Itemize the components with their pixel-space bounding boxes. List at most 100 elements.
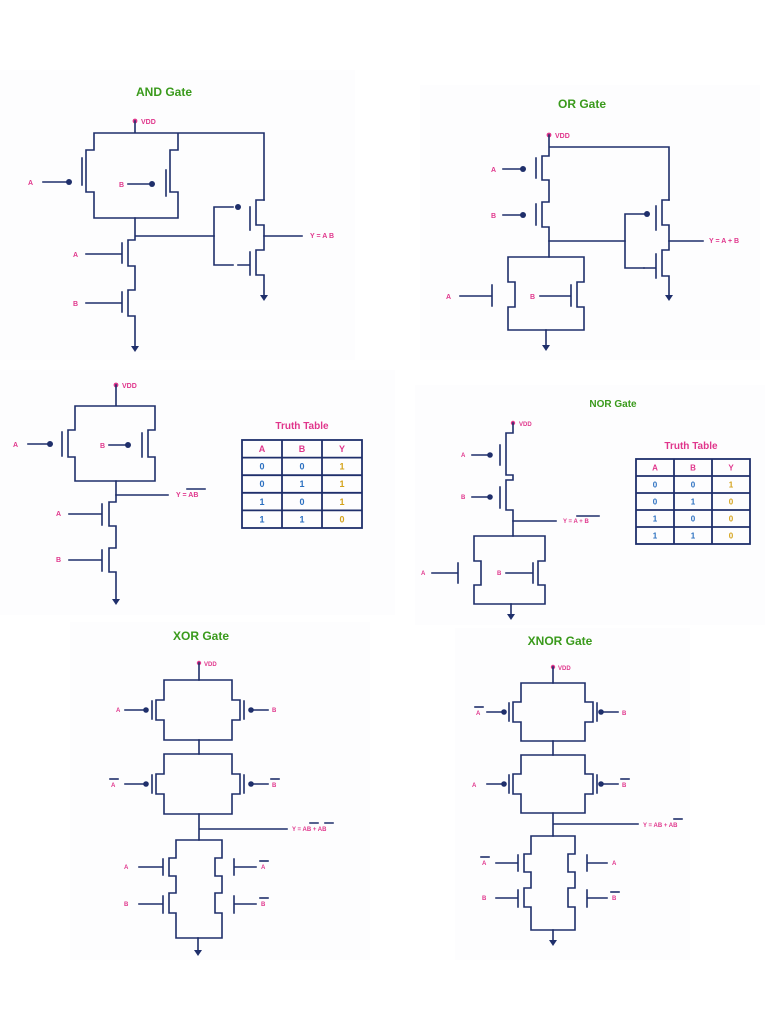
table-cell: 0 <box>691 480 696 489</box>
table-cell: 1 <box>729 480 734 489</box>
nand-label-a2: A <box>56 511 61 518</box>
table-header-cell: Y <box>728 463 734 472</box>
xnor-label-n2l: B <box>482 896 487 902</box>
table-border <box>241 439 363 529</box>
or-pmos-b-bubble <box>520 212 526 218</box>
table-cell: 1 <box>299 514 304 524</box>
nor-label-a2: A <box>421 571 426 577</box>
table-header-cell: A <box>652 463 658 472</box>
xor-label-p1a: A <box>116 708 121 714</box>
table-border <box>635 458 751 545</box>
table-header-cell: Y <box>339 444 345 454</box>
xnor-vdd-label: VDD <box>558 666 571 672</box>
table-cell: 1 <box>653 514 658 523</box>
xnor-label-n1l: A <box>482 861 487 867</box>
or-vdd-label: VDD <box>555 133 570 140</box>
table-cell: 0 <box>653 480 658 489</box>
or-ground-arrow <box>542 345 550 351</box>
table-cell: 0 <box>299 497 304 507</box>
or-panel <box>420 85 760 360</box>
and-pmos-a-bubble <box>66 179 72 185</box>
nand-label-b1: B <box>100 443 105 450</box>
table-cell: 1 <box>691 497 696 506</box>
xnor-label-p1b: B <box>622 711 627 717</box>
xor-label-n1l: A <box>124 865 129 871</box>
xor-gate: XOR Gate VDD A B A B Y = AB + AB A B A B <box>109 629 334 956</box>
xnor-gate: XNOR Gate VDD A B A B Y = AB + AB A B A … <box>472 634 683 946</box>
xor-p1-a-bubble <box>143 707 149 713</box>
and-gate: AND Gate VDD A B A B Y = A B <box>28 85 334 352</box>
or-label-b1: B <box>491 213 496 220</box>
and-output-label: Y = A B <box>310 233 334 240</box>
or-inv-pmos-bubble <box>644 211 650 217</box>
table-cell: 0 <box>299 462 304 472</box>
xnor-label-p2a: A <box>472 783 477 789</box>
table-cell: 1 <box>653 531 658 540</box>
or-gate: OR Gate VDD A B A B Y = A + B <box>446 97 739 351</box>
xor-label-n2l: B <box>124 902 129 908</box>
xnor-panel <box>455 628 690 960</box>
and-vdd-label: VDD <box>141 119 156 126</box>
xor-label-n1r: A <box>261 865 266 871</box>
table-cell: 0 <box>729 531 734 540</box>
xnor-label-p1a: A <box>476 711 481 717</box>
xor-output-label: Y = AB + AB <box>292 827 327 833</box>
table-header-cell: A <box>259 444 266 454</box>
xor-label-p2b: B <box>272 783 277 789</box>
and-inv-pmos-bubble <box>235 204 241 210</box>
nand-vdd-label: VDD <box>122 383 137 390</box>
or-label-b2: B <box>530 294 535 301</box>
xnor-gate-title: XNOR Gate <box>528 634 593 648</box>
and-inv-ground-arrow <box>260 295 268 301</box>
nor-label-b2: B <box>497 571 502 577</box>
table-cell: 0 <box>729 514 734 523</box>
or-output-label: Y = A + B <box>709 238 739 245</box>
and-ground-arrow <box>131 346 139 352</box>
or-inv-ground-arrow <box>665 295 673 301</box>
nand-truth-table-title: Truth Table <box>275 421 329 432</box>
nor-vdd-label: VDD <box>519 422 532 428</box>
table-cell: 1 <box>259 497 264 507</box>
nand-ground-arrow <box>112 599 120 605</box>
table-cell: 1 <box>339 462 344 472</box>
table-cell: 0 <box>339 514 344 524</box>
nor-truth-table-title: Truth Table <box>664 441 718 452</box>
xnor-p2-a-bubble <box>501 781 507 787</box>
nand-output-label: Y = AB <box>176 492 198 499</box>
xnor-label-p2b: B <box>622 783 627 789</box>
xnor-label-n2r: B <box>612 896 617 902</box>
xor-vdd-label: VDD <box>204 662 217 668</box>
xor-label-p2a: A <box>111 783 116 789</box>
table-header-cell: B <box>299 444 306 454</box>
table-cell: 0 <box>259 462 264 472</box>
nor-pmos-b-bubble <box>487 494 493 500</box>
xor-p2-b-bubble <box>248 781 254 787</box>
table-cell: 0 <box>691 514 696 523</box>
xor-ground-arrow <box>194 950 202 956</box>
table-header-cell: B <box>690 463 696 472</box>
xor-panel <box>70 622 370 960</box>
table-cell: 0 <box>729 497 734 506</box>
nand-label-a1: A <box>13 442 18 449</box>
nor-gate: NOR Gate VDD A B Y = A + B A B Truth Tab… <box>421 399 751 620</box>
and-label-b1: B <box>119 182 124 189</box>
table-cell: 1 <box>259 514 264 524</box>
or-gate-title: OR Gate <box>558 97 606 111</box>
xnor-ground-arrow <box>549 940 557 946</box>
or-pmos-a-bubble <box>520 166 526 172</box>
table-cell: 1 <box>339 479 344 489</box>
table-cell: 0 <box>259 479 264 489</box>
xnor-label-n1r: A <box>612 861 617 867</box>
xnor-output-label: Y = AB + AB <box>643 823 678 829</box>
xor-p2-a-bubble <box>143 781 149 787</box>
table-cell: 1 <box>339 497 344 507</box>
xor-p1-b-bubble <box>248 707 254 713</box>
and-label-a2: A <box>73 252 78 259</box>
and-label-b2: B <box>73 301 78 308</box>
xor-label-n2r: B <box>261 902 266 908</box>
and-label-a1: A <box>28 180 33 187</box>
nor-label-a1: A <box>461 453 466 459</box>
xor-label-p1b: B <box>272 708 277 714</box>
table-cell: 1 <box>691 531 696 540</box>
